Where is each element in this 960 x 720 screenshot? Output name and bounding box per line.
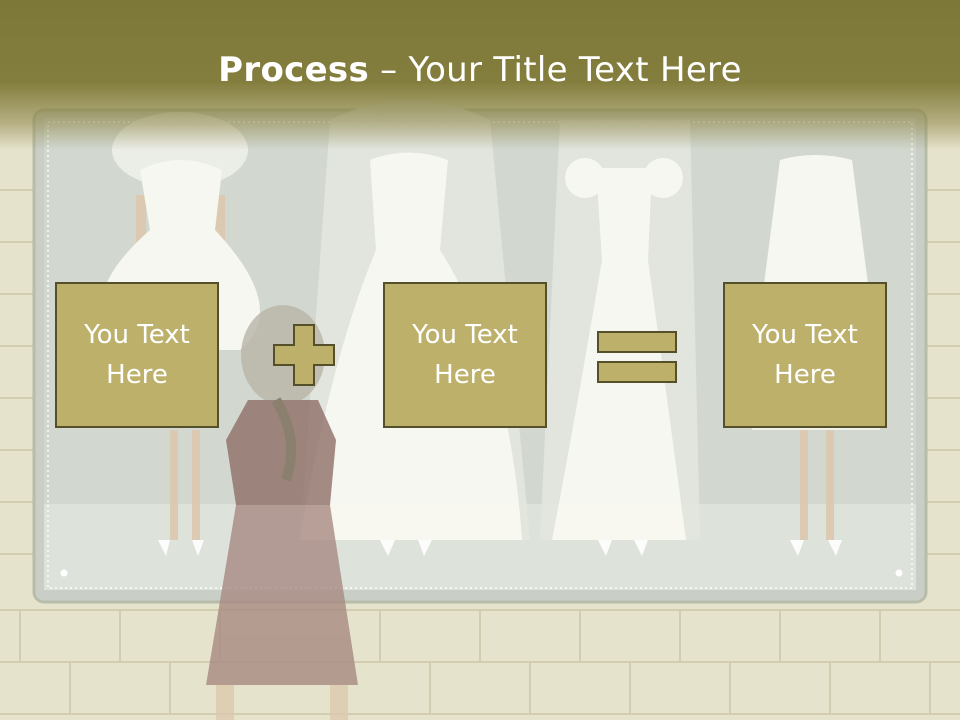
process-box-3[interactable]: You Text Here <box>723 282 887 428</box>
plus-icon <box>273 324 335 386</box>
process-box-1[interactable]: You Text Here <box>55 282 219 428</box>
process-box-1-text: You Text Here <box>84 320 190 390</box>
title-bar <box>0 0 960 150</box>
equals-icon <box>597 331 677 383</box>
process-box-3-text: You Text Here <box>752 320 858 390</box>
title-text: – Your Title Text Here <box>369 50 742 90</box>
process-box-2[interactable]: You Text Here <box>383 282 547 428</box>
slide-title: Process – Your Title Text Here <box>0 50 960 90</box>
title-bold: Process <box>218 50 370 90</box>
process-box-2-text: You Text Here <box>412 320 518 390</box>
